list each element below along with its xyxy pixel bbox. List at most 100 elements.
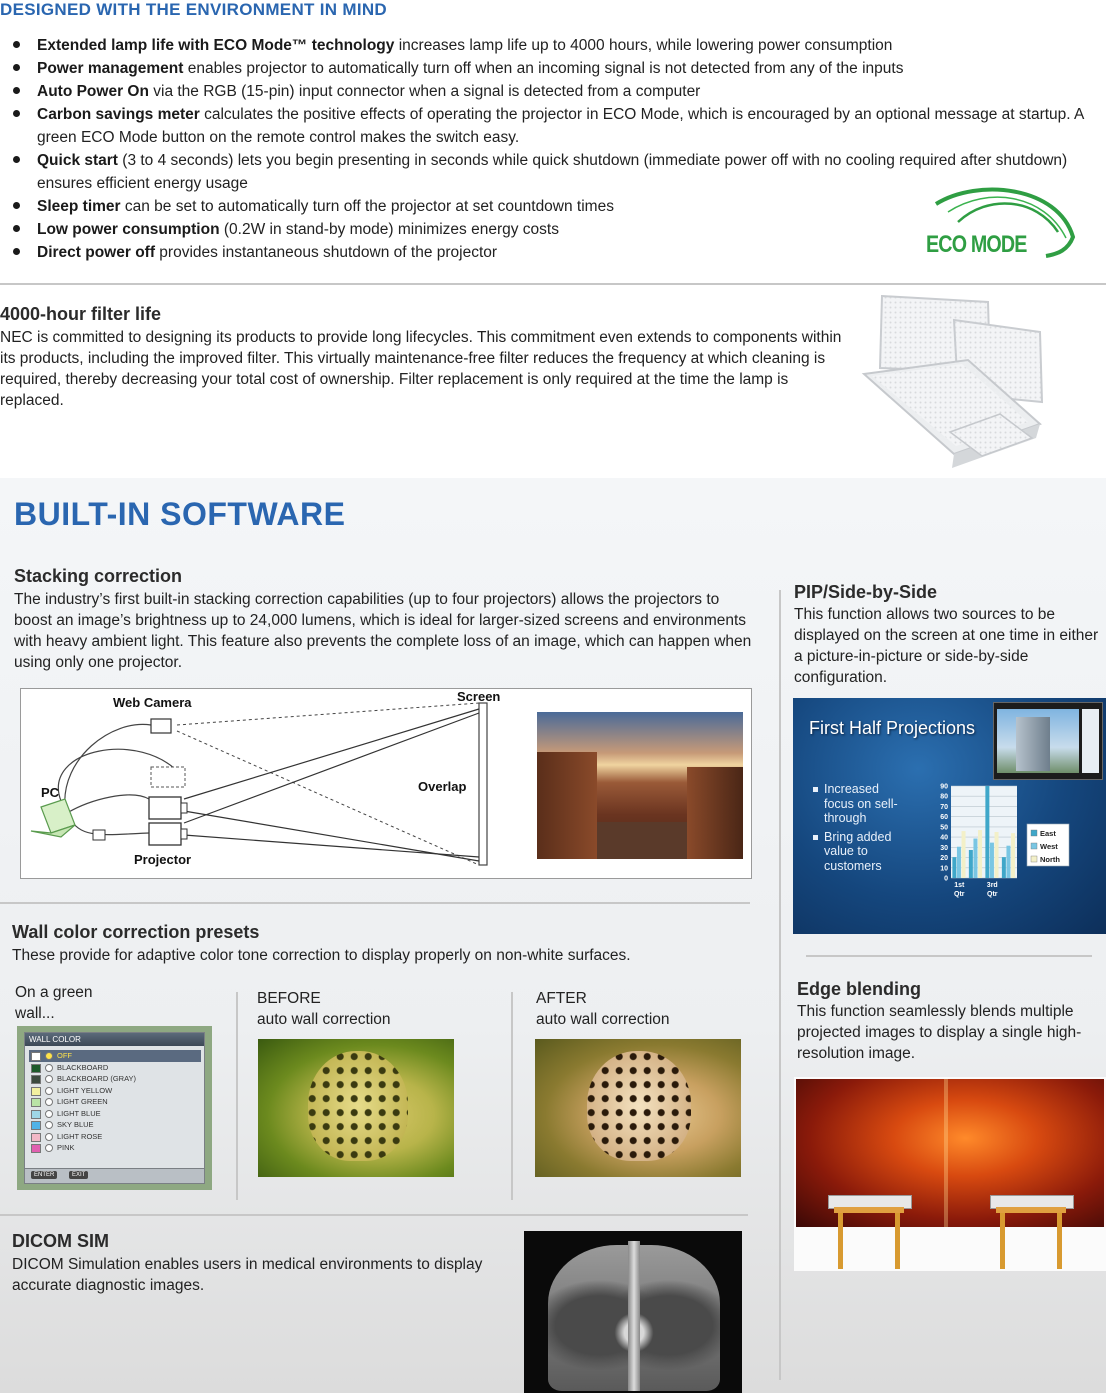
legend-label: East [1040, 829, 1056, 838]
env-bullet: Low power consumption (0.2W in stand-by … [0, 218, 1106, 241]
pip-slide: First Half Projections Increased focus o… [793, 698, 1106, 934]
bar [952, 857, 957, 878]
x-tick-label: 3rd [987, 882, 998, 889]
wall-color-option-label: OFF [57, 1051, 72, 1060]
bar [968, 849, 973, 878]
bar [1006, 845, 1011, 878]
legend-swatch [1030, 842, 1038, 850]
wall-col2-label-a: BEFORE [257, 990, 321, 1007]
stacking-lines [30, 702, 488, 866]
legend-label: West [1040, 842, 1058, 851]
slide-bullet: Increased focus on sell-through [813, 782, 905, 826]
radio-icon [45, 1086, 53, 1095]
wall-col1-label: On a green wall... [15, 984, 93, 1022]
radio-icon [45, 1109, 53, 1118]
cheetah-before-photo [258, 1039, 454, 1177]
enter-button: ENTER [31, 1171, 58, 1179]
legend-label: North [1040, 855, 1060, 864]
radio-icon [45, 1063, 53, 1072]
radio-icon [45, 1121, 53, 1129]
env-bullet: Power management enables projector to au… [0, 57, 1106, 80]
bar [1011, 833, 1016, 878]
wall-col2-label-b: auto wall correction [257, 1011, 391, 1028]
wall-color-option-label: LIGHT ROSE [57, 1131, 103, 1141]
divider [806, 955, 1092, 957]
exit-button: EXIT [69, 1171, 89, 1179]
pip-inset-window [993, 702, 1103, 780]
radio-icon [45, 1144, 53, 1152]
wall-col3-label-b: auto wall correction [536, 1011, 670, 1028]
wall-color-option: LIGHT YELLOW [29, 1085, 201, 1097]
stacking-diagram: Web Camera Screen PC Overlap Projector [20, 688, 752, 879]
env-bullet-list: Extended lamp life with ECO Mode™ techno… [0, 34, 1106, 264]
cheetah-after-photo [535, 1039, 741, 1177]
chest-xray-image [524, 1231, 742, 1393]
color-swatch [31, 1052, 41, 1061]
radio-icon [45, 1132, 53, 1141]
bar [1001, 857, 1006, 878]
pip-title: PIP/Side-by-Side [794, 582, 938, 602]
radio-icon [45, 1075, 53, 1083]
wall-color-option: BLACKBOARD [29, 1062, 201, 1074]
wall-body: These provide for adaptive color tone co… [12, 947, 631, 964]
bar [989, 842, 994, 878]
color-swatch [31, 1109, 41, 1119]
y-tick-label: 30 [940, 845, 948, 852]
radio-icon [45, 1098, 53, 1106]
wall-color-option: LIGHT ROSE [29, 1131, 201, 1143]
y-tick-label: 60 [940, 814, 948, 821]
edge-blending-photo [794, 1077, 1106, 1271]
y-tick-label: 0 [944, 876, 948, 883]
color-swatch [31, 1075, 41, 1084]
bar [985, 786, 990, 878]
divider [0, 902, 750, 904]
bar-chart: 01020304050607080901stQtr3rdQtrEastWestN… [940, 784, 1070, 898]
color-swatch [31, 1121, 41, 1130]
wall-color-option-label: LIGHT BLUE [57, 1108, 101, 1118]
env-bullet: Quick start (3 to 4 seconds) lets you be… [0, 149, 1106, 195]
x-tick-label: 1st [954, 882, 965, 889]
wall-color-option: SKY BLUE [29, 1119, 201, 1131]
wall-color-option-label: BLACKBOARD (GRAY) [57, 1074, 137, 1083]
legend-swatch [1030, 829, 1038, 837]
slide-bullet: Bring added value to customers [813, 830, 905, 874]
env-bullet: Carbon savings meter calculates the posi… [0, 103, 1106, 149]
edge-body: This function seamlessly blends multiple… [797, 1003, 1082, 1062]
leaf-swoosh-icon [934, 187, 1076, 258]
wall-color-option: OFF [29, 1050, 201, 1062]
wall-color-option-label: LIGHT YELLOW [57, 1085, 113, 1095]
legend-swatch [1030, 855, 1038, 863]
wall-color-option-label: BLACKBOARD [57, 1062, 109, 1072]
bar [956, 846, 961, 878]
column-divider [779, 590, 781, 1380]
bar [978, 830, 983, 878]
wall-color-option: PINK [29, 1142, 201, 1154]
color-swatch [31, 1132, 41, 1142]
y-tick-label: 10 [940, 865, 948, 872]
x-tick-label: Qtr [987, 891, 998, 898]
wall-col3-label-a: AFTER [536, 990, 587, 1007]
y-tick-label: 90 [940, 784, 948, 791]
wall-color-menu: WALL COLOR OFF BLACKBOARD BLACKBOARD (GRAY… [17, 1026, 212, 1190]
env-bullet: Auto Power On via the RGB (15-pin) input… [0, 80, 1106, 103]
pip-body: This function allows two sources to be d… [794, 606, 1099, 686]
env-bullet: Direct power off provides instantaneous … [0, 241, 1106, 264]
divider [0, 1214, 748, 1216]
wall-color-menu-title: WALL COLOR [25, 1033, 204, 1046]
web-camera-label: Web Camera [113, 695, 192, 710]
radio-icon [45, 1052, 53, 1060]
env-bullet: Extended lamp life with ECO Mode™ techno… [0, 34, 1106, 57]
wall-color-option: BLACKBOARD (GRAY) [29, 1073, 201, 1085]
stacking-body: The industry’s first built-in stacking c… [14, 591, 752, 671]
wall-title: Wall color correction presets [12, 922, 260, 942]
color-swatch [31, 1144, 41, 1153]
color-swatch [31, 1098, 41, 1107]
overlap-label: Overlap [418, 779, 467, 794]
bar [973, 838, 978, 878]
y-tick-label: 20 [940, 855, 948, 862]
wall-color-option-label: LIGHT GREEN [57, 1097, 108, 1106]
wall-color-option-label: PINK [57, 1143, 75, 1152]
filter-title: 4000-hour filter life [0, 304, 162, 324]
column-divider [236, 992, 238, 1200]
eco-mode-text: ECO MODE [926, 231, 1027, 258]
